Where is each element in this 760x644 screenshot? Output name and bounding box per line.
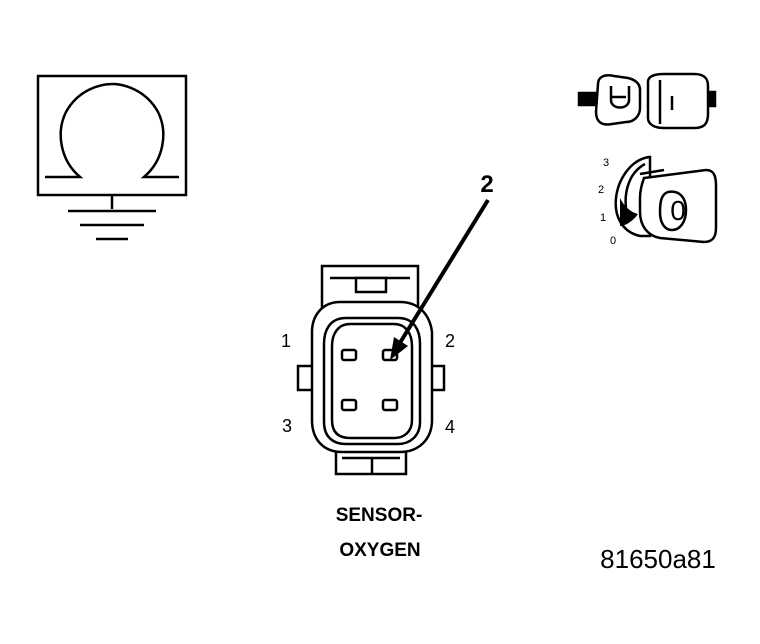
pin-1-label: 1 (281, 331, 291, 351)
ignition-key-switch-icon (614, 155, 718, 244)
pin-3-cavity (340, 398, 358, 412)
pin-4-cavity (381, 398, 399, 412)
pin-3-label: 3 (282, 416, 292, 436)
pin-2-label: 2 (445, 331, 455, 351)
switch-position-2: 2 (598, 184, 604, 196)
ohmmeter-symbol-icon (36, 74, 188, 197)
callout-arrow (390, 198, 490, 360)
switch-position-0: 0 (610, 235, 616, 247)
key-symbol: 0 (670, 195, 686, 226)
switch-position-3: 3 (603, 157, 609, 169)
caption-line-1: SENSOR- (336, 505, 423, 526)
connector-plug-icon (577, 72, 717, 130)
callout-number: 2 (480, 171, 493, 198)
oxygen-sensor-connector-icon (296, 264, 446, 476)
caption-line-2: OXYGEN (339, 540, 420, 561)
pin-1-cavity (340, 348, 358, 362)
pin-4-label: 4 (445, 417, 455, 437)
figure-id: 81650a81 (600, 544, 716, 574)
switch-position-1: 1 (600, 212, 606, 224)
ground-icon (68, 195, 156, 241)
